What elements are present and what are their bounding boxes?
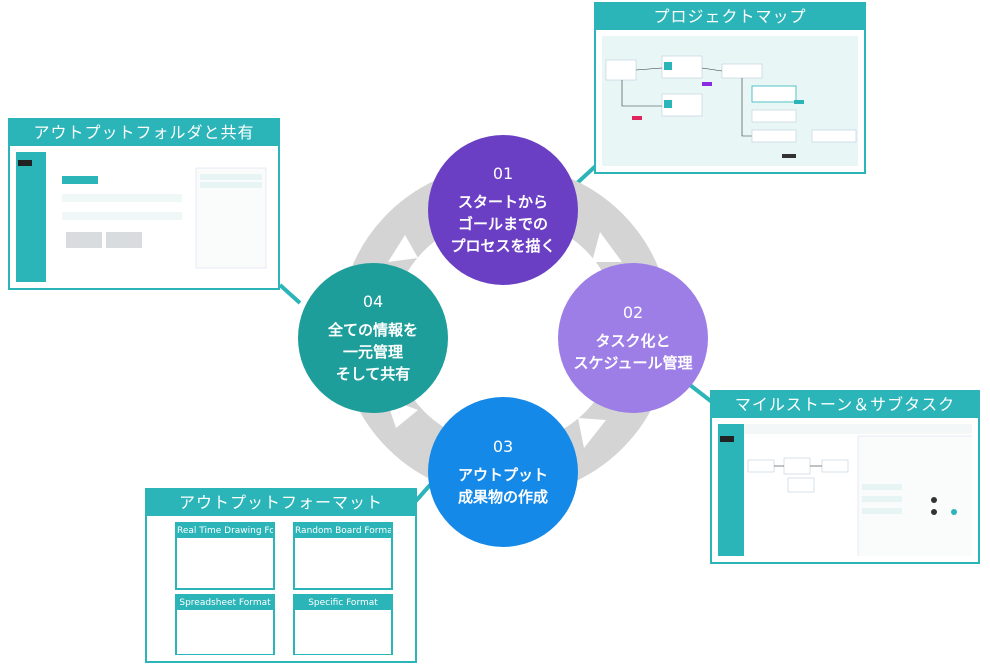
sub-panel-real-time-drawing: Real Time Drawing Format [175,522,275,590]
cycle-arrow-notch [578,418,606,448]
step-circle-04: 04 全ての情報を 一元管理 そして共有 [298,263,448,413]
sub-panel-specific: Specific Format [293,594,393,655]
milestone-thumbnail [718,424,972,556]
project-map-thumbnail [602,36,858,166]
step-label: タスク化と スケジュール管理 [573,331,693,372]
sub-panel-random-board: Random Board Format [293,522,393,590]
connector-line-output-folder [278,283,302,305]
step-circle-03: 03 アウトプット 成果物の作成 [428,397,578,547]
output-folder-screenshot [16,152,272,282]
step-label: 全ての情報を 一元管理 そして共有 [327,320,418,383]
project-map-screenshot [602,36,858,166]
panel-project-map: プロジェクトマップ [594,2,866,174]
step-number: 01 [492,163,514,183]
step-label: スタートから ゴールまでの プロセスを描く [450,192,556,255]
cycle-arrow-notch [592,232,622,262]
step-number: 04 [362,291,384,311]
connector-line-milestone [688,383,714,404]
step-circle-01: 01 スタートから ゴールまでの プロセスを描く [428,135,578,285]
cycle-arrow-notch [388,235,418,262]
output-format-grid: Real Time Drawing Format Random Board Fo… [153,522,409,655]
step-number: 03 [492,436,514,456]
panel-title: アウトプットフォルダと共有 [10,120,278,146]
panel-output-folder: アウトプットフォルダと共有 [8,118,280,290]
panel-milestone-subtask: マイルストーン＆サブタスク [710,390,980,564]
sub-panel-spreadsheet: Spreadsheet Format [175,594,275,655]
panel-title: アウトプットフォーマット [147,490,415,516]
step-number: 02 [622,302,644,322]
step-label: アウトプット 成果物の作成 [457,465,548,506]
milestone-screenshot [718,424,972,556]
panel-output-format: アウトプットフォーマット Real Time Drawing Format Ra… [145,488,417,663]
output-folder-thumbnail [16,152,272,282]
panel-title: プロジェクトマップ [596,4,864,30]
panel-title: マイルストーン＆サブタスク [712,392,978,418]
step-circle-02: 02 タスク化と スケジュール管理 [558,263,708,413]
